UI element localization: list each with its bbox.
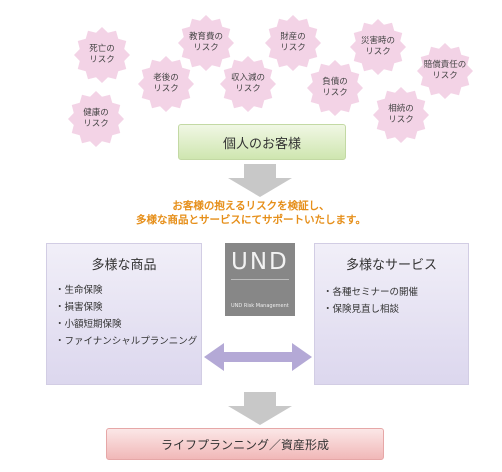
down-arrow-icon (228, 392, 292, 425)
starburst-icon (350, 19, 406, 75)
risk-debt: 負債の リスク (306, 59, 364, 117)
risk-label: 教育費の リスク (188, 32, 223, 53)
risk-label: 健康の リスク (83, 108, 109, 129)
list-item: ・生命保険 (55, 285, 103, 296)
list-item: ・損害保険 (55, 302, 103, 313)
starburst-icon (138, 56, 194, 112)
starburst-icon (417, 43, 473, 99)
logo-subtitle: UND Risk Management (231, 303, 289, 309)
risk-retirement: 老後の リスク (137, 55, 195, 113)
starburst-icon (178, 15, 234, 71)
list-item: ・小額短期保険 (55, 319, 122, 330)
risk-liability: 賠償責任の リスク (416, 42, 474, 100)
risk-income: 収入減の リスク (219, 55, 277, 113)
und-logo: UND UND Risk Management (225, 243, 295, 316)
starburst-icon (307, 60, 363, 116)
starburst-icon (373, 87, 429, 143)
risk-property: 財産の リスク (264, 14, 322, 72)
products-heading: 多様な商品 (91, 258, 157, 273)
services-list: ・各種セミナーの開催 ・保険見直し相談 (323, 284, 418, 318)
risk-label: 収入減の リスク (230, 73, 265, 94)
products-panel: 多様な商品 ・生命保険 ・損害保険 ・小額短期保険 ・ファイナンシャルプランニン… (46, 243, 202, 385)
risk-label: 相続の リスク (388, 104, 414, 125)
support-message: お客様の抱えるリスクを検証し、 多様な商品とサービスにてサポートいたします。 (80, 199, 422, 227)
message-line-2: 多様な商品とサービスにてサポートいたします。 (136, 214, 366, 226)
double-arrow-icon (204, 343, 312, 371)
risk-education: 教育費の リスク (177, 14, 235, 72)
starburst-icon (265, 15, 321, 71)
risk-label: 災害時の リスク (360, 36, 395, 57)
services-panel: 多様なサービス ・各種セミナーの開催 ・保険見直し相談 (314, 243, 469, 385)
risk-disaster: 災害時の リスク (349, 18, 407, 76)
services-heading: 多様なサービス (345, 258, 437, 273)
starburst-icon (74, 27, 130, 83)
starburst-icon (68, 91, 124, 147)
result-label: ライフプランニング／資産形成 (160, 437, 329, 452)
down-arrow-icon (228, 164, 292, 197)
logo-word: UND (231, 249, 289, 275)
risk-label: 賠償責任の リスク (423, 60, 467, 81)
risk-label: 死亡の リスク (89, 44, 115, 65)
risk-health: 健康の リスク (67, 90, 125, 148)
list-item: ・ファイナンシャルプランニング (55, 336, 198, 347)
list-item: ・保険見直し相談 (323, 304, 400, 315)
risk-death: 死亡の リスク (73, 26, 131, 84)
risk-inheritance: 相続の リスク (372, 86, 430, 144)
message-line-1: お客様の抱えるリスクを検証し、 (172, 200, 330, 212)
starburst-icon (220, 56, 276, 112)
risk-label: 財産の リスク (280, 32, 306, 53)
risk-label: 老後の リスク (153, 73, 179, 94)
risk-label: 負債の リスク (322, 77, 348, 98)
customer-label: 個人のお客様 (222, 136, 301, 152)
customer-box: 個人のお客様 (178, 124, 346, 160)
result-box: ライフプランニング／資産形成 (106, 428, 384, 460)
logo-divider (231, 279, 289, 280)
list-item: ・各種セミナーの開催 (323, 287, 419, 298)
products-list: ・生命保険 ・損害保険 ・小額短期保険 ・ファイナンシャルプランニング (55, 282, 197, 350)
